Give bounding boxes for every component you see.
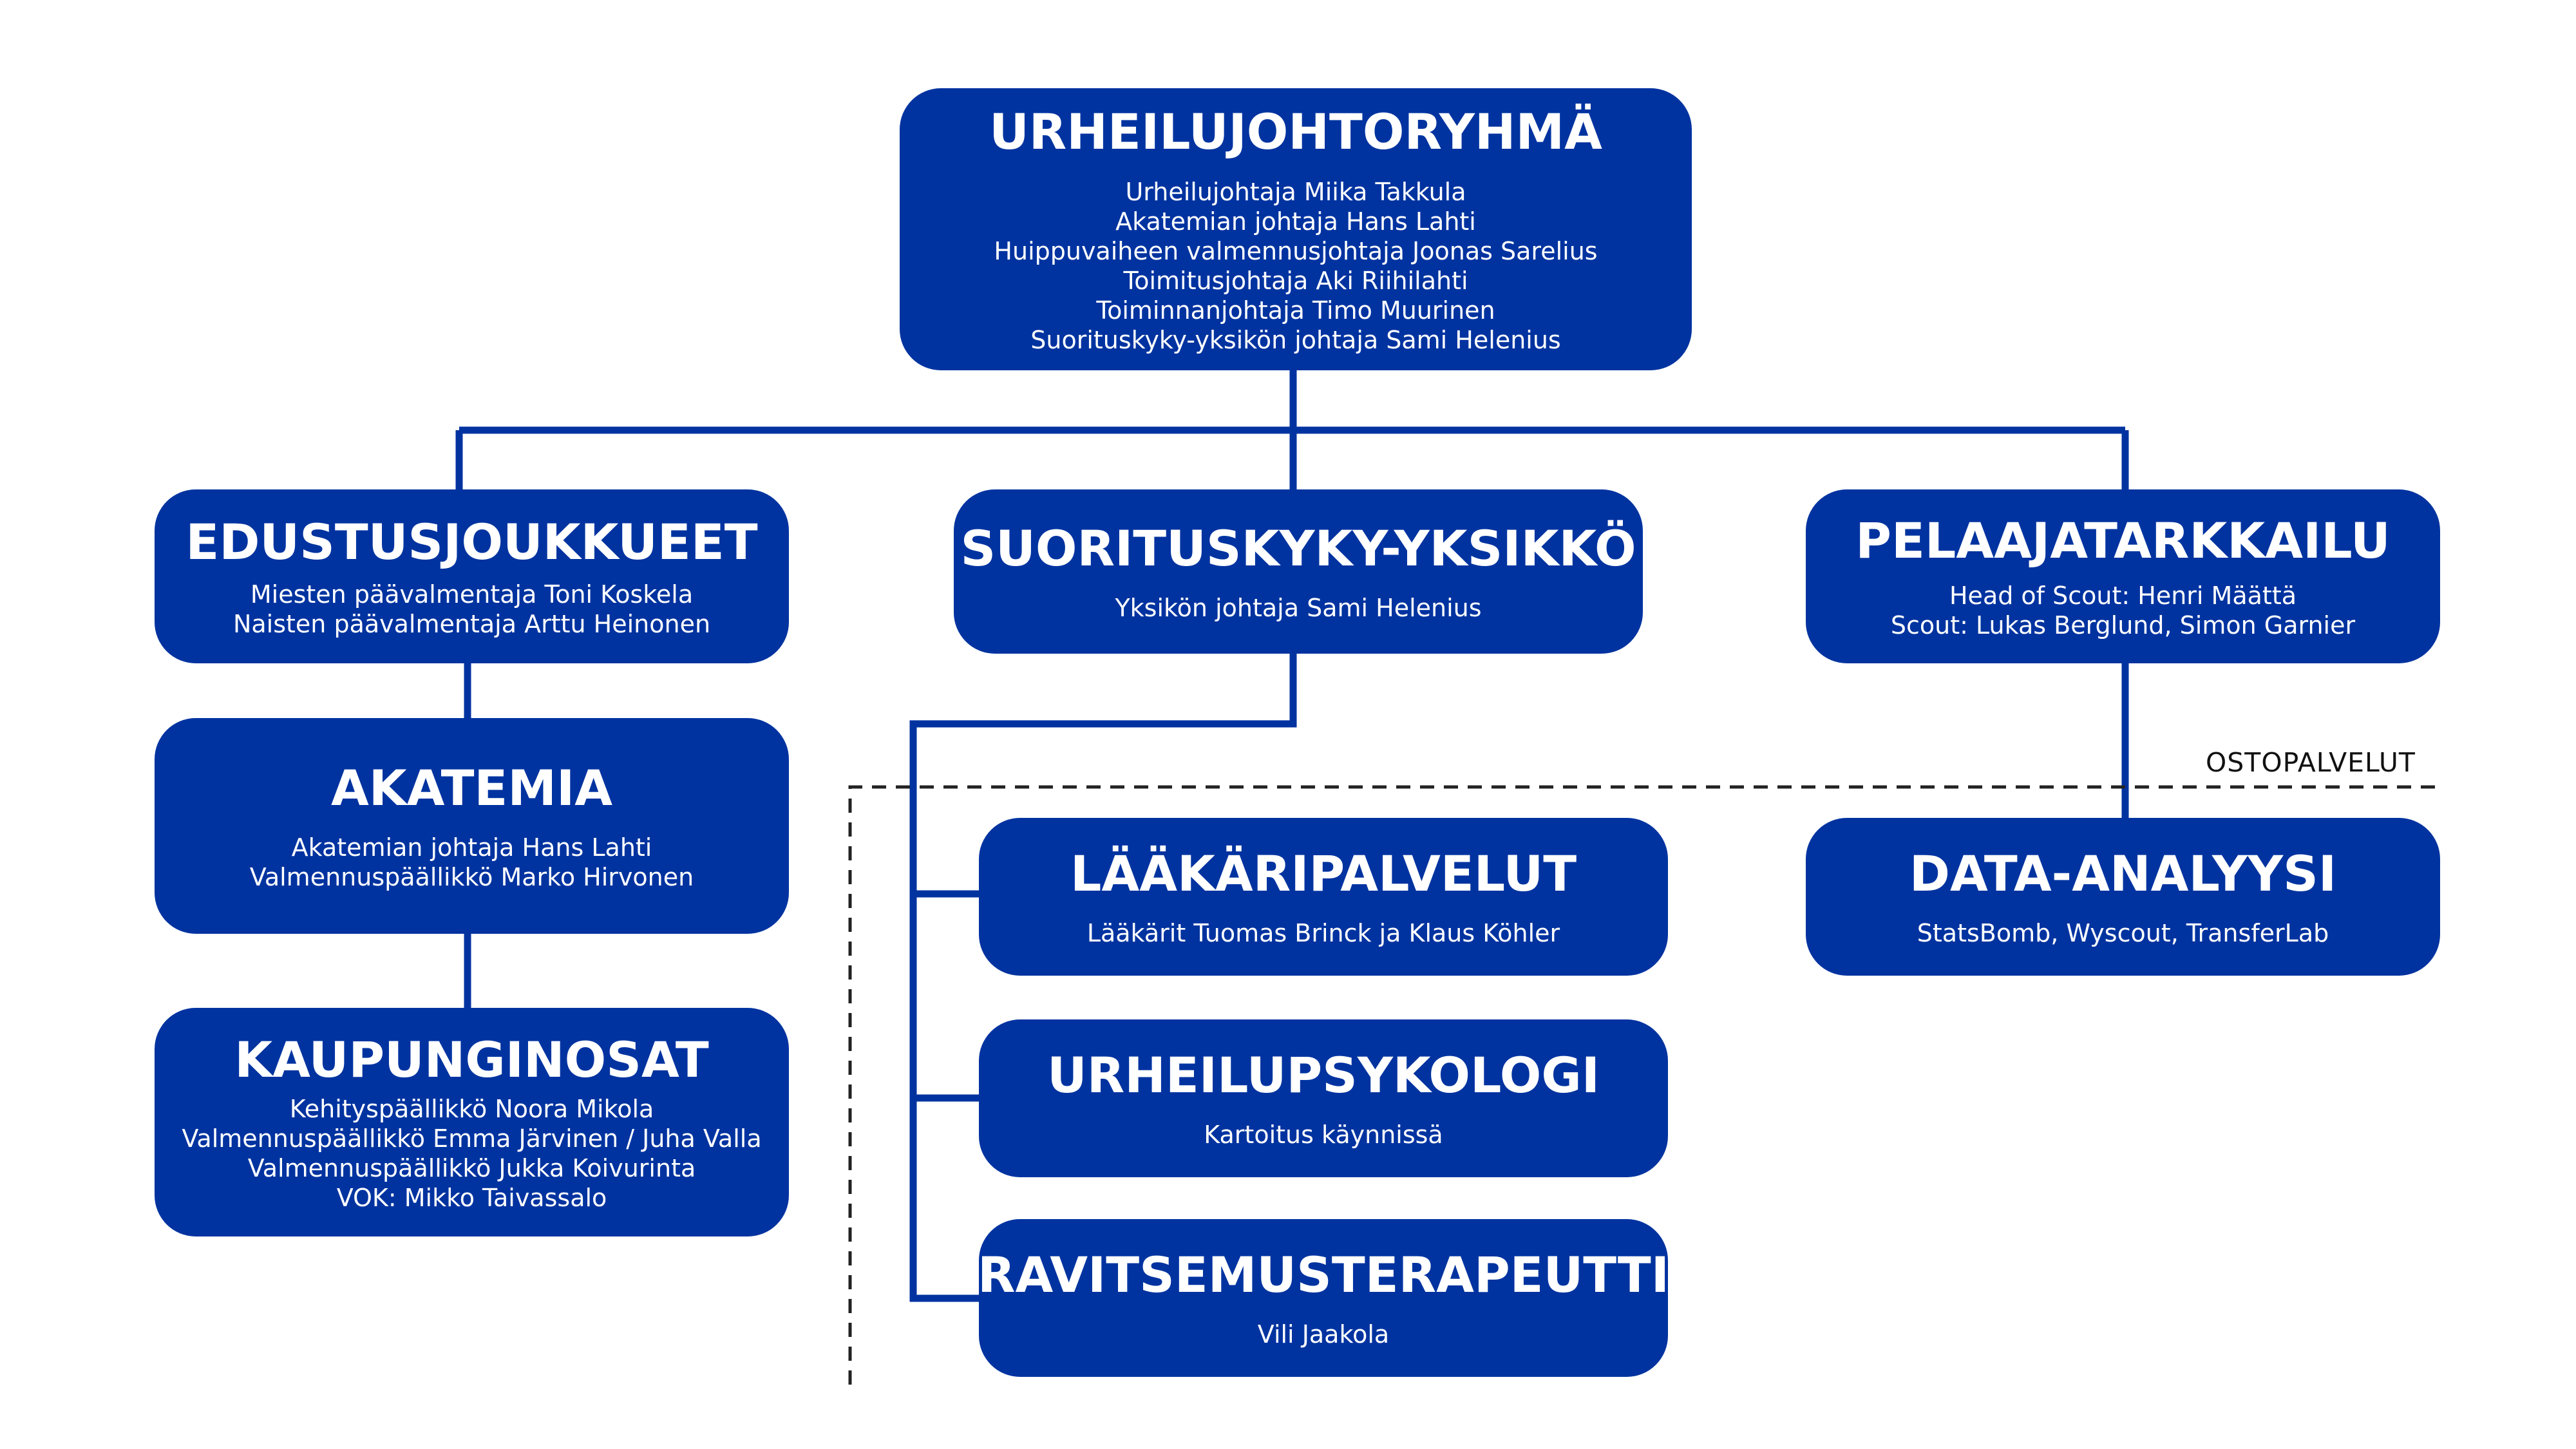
box-title: AKATEMIA	[330, 759, 613, 817]
ostopalvelut-boundary	[848, 785, 2441, 1385]
ostopalvelut-label: OSTOPALVELUT	[2206, 747, 2416, 778]
box-title: EDUSTUSJOUKKUEET	[185, 513, 758, 571]
box-urheilupsykologi: URHEILUPSYKOLOGI Kartoitus käynnissä	[979, 1019, 1668, 1177]
box-title: LÄÄKÄRIPALVELUT	[1070, 844, 1577, 902]
box-title: URHEILUJOHTORYHMÄ	[989, 103, 1602, 161]
box-line: Valmennuspäällikkö Marko Hirvonen	[249, 863, 694, 892]
box-line: Akatemian johtaja Hans Lahti	[1115, 207, 1476, 236]
box-line: Valmennuspäällikkö Emma Järvinen / Juha …	[182, 1124, 762, 1153]
box-title: URHEILUPSYKOLOGI	[1046, 1046, 1600, 1104]
box-data-analyysi: DATA-ANALYYSI StatsBomb, Wyscout, Transf…	[1806, 818, 2440, 976]
box-line: Suorituskyky-yksikön johtaja Sami Heleni…	[1030, 325, 1561, 354]
box-line: Huippuvaiheen valmennusjohtaja Joonas Sa…	[994, 236, 1598, 265]
box-title: KAUPUNGINOSAT	[234, 1030, 709, 1088]
box-line: Urheilujohtaja Miika Takkula	[1125, 177, 1466, 206]
box-title: DATA-ANALYYSI	[1909, 844, 2337, 902]
box-line: Naisten päävalmentaja Arttu Heinonen	[232, 609, 711, 638]
box-line: Yksikön johtaja Sami Helenius	[1115, 594, 1482, 623]
box-akatemia: AKATEMIA Akatemian johtaja Hans Lahti Va…	[155, 718, 789, 934]
box-line: Lääkärit Tuomas Brinck ja Klaus Köhler	[1086, 919, 1560, 948]
box-line: Valmennuspäällikkö Jukka Koivurinta	[247, 1154, 696, 1183]
box-title: PELAAJATARKKAILU	[1855, 512, 2391, 570]
box-title: SUORITUSKYKY-YKSIKKÖ	[960, 519, 1636, 577]
box-line: Akatemian johtaja Hans Lahti	[291, 833, 652, 862]
box-line: Vili Jaakola	[1257, 1320, 1390, 1349]
box-title: RAVITSEMUSTERAPEUTTI	[978, 1245, 1669, 1303]
box-pelaajatarkkailu: PELAAJATARKKAILU Head of Scout: Henri Mä…	[1806, 489, 2440, 663]
box-edustusjoukkueet: EDUSTUSJOUKKUEET Miesten päävalmentaja T…	[155, 489, 789, 663]
box-laakaripalvelut: LÄÄKÄRIPALVELUT Lääkärit Tuomas Brinck j…	[979, 818, 1668, 976]
box-urheilujohtoryhma: URHEILUJOHTORYHMÄ Urheilujohtaja Miika T…	[900, 88, 1692, 370]
box-kaupunginosat: KAUPUNGINOSAT Kehityspäällikkö Noora Mik…	[155, 1008, 789, 1236]
box-line: Kehityspäällikkö Noora Mikola	[289, 1095, 654, 1124]
box-line: Kartoitus käynnissä	[1204, 1121, 1443, 1150]
line-suorituskyky-down	[909, 652, 1297, 1302]
box-ravitsemusterapeutti: RAVITSEMUSTERAPEUTTI Vili Jaakola	[978, 1219, 1669, 1377]
box-line: Toiminnanjohtaja Timo Muurinen	[1096, 296, 1495, 325]
box-suorituskyky-yksikko: SUORITUSKYKY-YKSIKKÖ Yksikön johtaja Sam…	[954, 489, 1643, 654]
box-line: Head of Scout: Henri Määttä	[1949, 581, 2297, 610]
box-line: Miesten päävalmentaja Toni Koskela	[250, 580, 694, 609]
box-line: Toimitusjohtaja Aki Riihilahti	[1123, 266, 1468, 295]
box-line: VOK: Mikko Taivassalo	[336, 1184, 607, 1213]
box-line: Scout: Lukas Berglund, Simon Garnier	[1890, 611, 2356, 639]
box-line: StatsBomb, Wyscout, TransferLab	[1917, 919, 2329, 948]
